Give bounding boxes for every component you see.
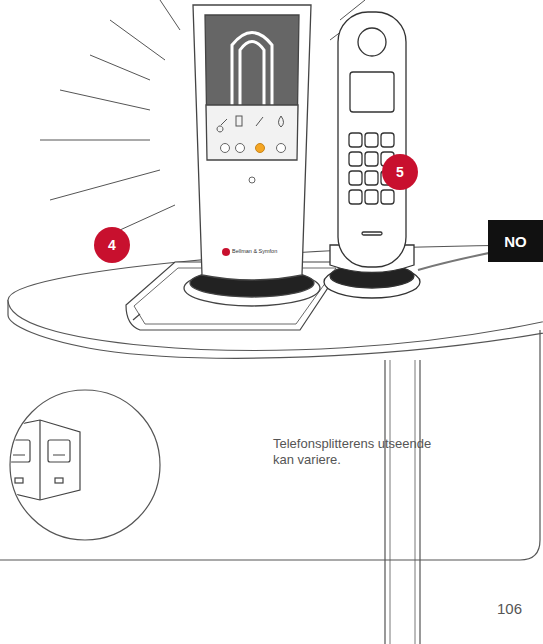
note-text: Telefonsplitterens utseende kan variere.	[273, 436, 433, 469]
phone-key	[365, 152, 378, 166]
table	[8, 245, 543, 644]
phone-key	[349, 171, 362, 185]
phone-key	[365, 133, 378, 147]
phone-key	[381, 133, 394, 147]
splitter-inset	[0, 390, 160, 540]
phone-key	[365, 190, 378, 204]
brand-logo-text: Bellman & Symfon	[232, 248, 277, 255]
callout-number: 4	[94, 227, 130, 263]
inset-frame	[0, 330, 540, 560]
phone-key	[349, 152, 362, 166]
page-number: 106	[497, 600, 537, 619]
node-text: 5	[396, 164, 404, 180]
phone-key	[381, 190, 394, 204]
callout-number: 5	[382, 154, 418, 190]
node-text: 4	[108, 237, 116, 253]
cordless-phone	[324, 12, 543, 298]
phone-key	[349, 133, 362, 147]
node-text: NO	[504, 233, 527, 250]
phone-key	[365, 171, 378, 185]
alarm-device	[184, 5, 320, 306]
phone-key	[349, 190, 362, 204]
language-tab: NO	[488, 220, 543, 262]
